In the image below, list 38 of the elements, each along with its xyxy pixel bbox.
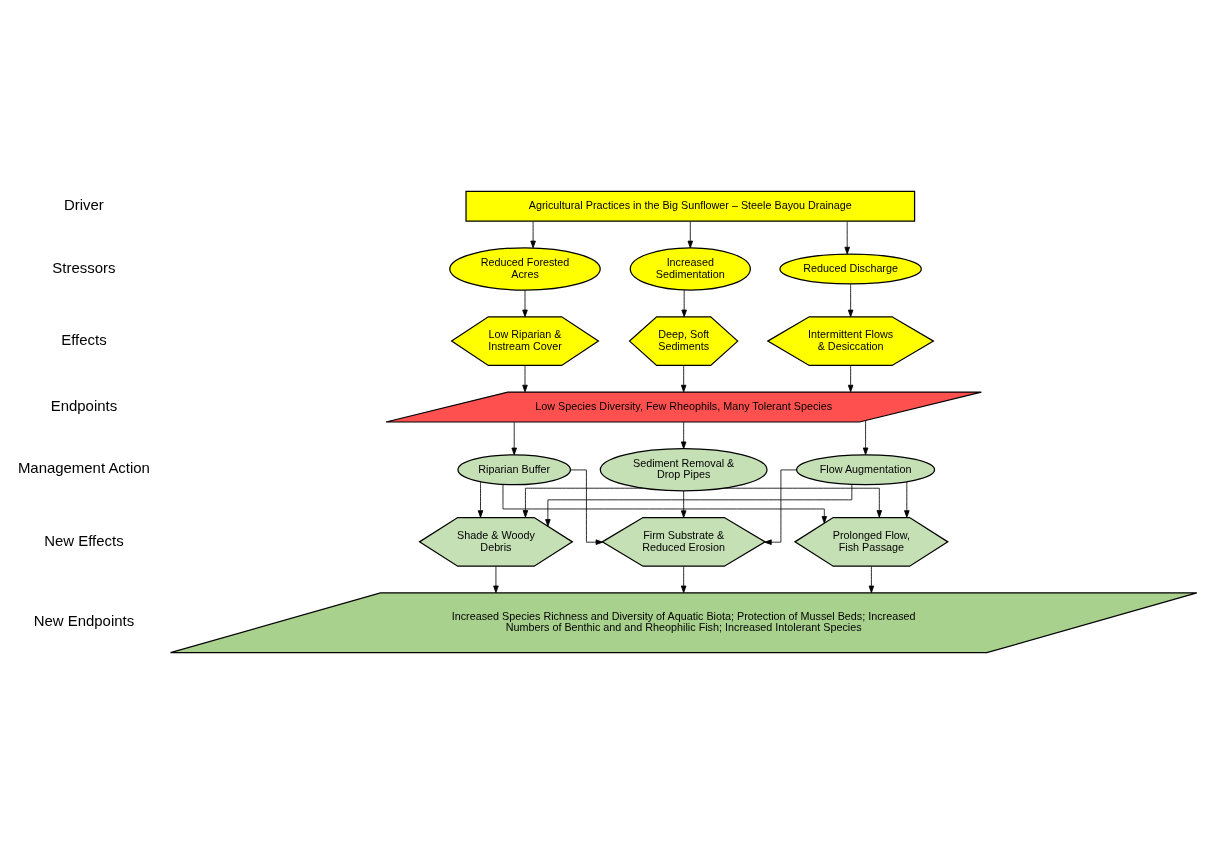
arrow	[502, 484, 828, 524]
label: New Endpoints	[33, 612, 135, 630]
node-ellipse: Reduced Forested Acres	[449, 247, 601, 291]
arrow	[680, 365, 687, 393]
arrow	[680, 490, 687, 518]
arrow	[862, 420, 869, 456]
arrow	[511, 421, 517, 456]
arrow	[569, 469, 604, 545]
label: Driver	[64, 195, 104, 213]
arrow	[493, 565, 499, 594]
arrow	[764, 469, 798, 545]
arrow	[477, 481, 484, 518]
arrow	[868, 565, 875, 594]
arrow	[680, 565, 687, 594]
label: Effects	[61, 330, 107, 348]
node-ellipse: Flow Augmentation	[796, 454, 936, 486]
label: Management Action	[17, 459, 150, 477]
label: Endpoints	[50, 396, 118, 414]
arrow	[847, 365, 854, 393]
arrow	[530, 221, 536, 249]
node-ellipse: Sediment Removal & Drop Pipes	[599, 448, 768, 492]
node-box: Agricultural Practices in the Big Sunflower – Steele Bayou Drainage	[465, 190, 916, 222]
arrow	[680, 421, 687, 449]
node-ellipse: Reduced Discharge	[779, 253, 922, 285]
arrow	[724, 487, 883, 518]
arrow	[687, 221, 694, 249]
arrow	[847, 283, 854, 318]
arrow	[545, 484, 853, 527]
label: New Effects	[44, 531, 124, 549]
arrow	[844, 221, 850, 255]
label: Stressors	[52, 258, 116, 276]
arrow	[522, 365, 528, 393]
node-ellipse: Riparian Buffer	[457, 454, 572, 486]
arrow	[522, 289, 528, 318]
arrow	[522, 487, 644, 518]
arrow	[904, 481, 910, 518]
arrow	[681, 289, 687, 318]
node-ellipse: Increased Sedimentation	[629, 247, 751, 291]
